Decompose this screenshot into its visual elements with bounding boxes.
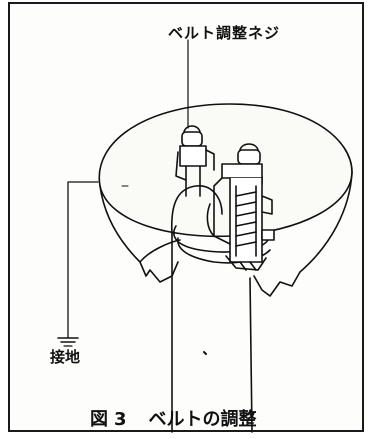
pillar-top-arc [170,185,223,235]
screw-cap-right [237,149,261,165]
ground-label: 接地 [50,348,81,366]
ground-wire [67,181,99,339]
pillar-right [249,277,253,433]
drum-inner-arc [139,239,181,263]
caption-title: ベルトの調整 [148,409,257,430]
adjuster-body [229,177,263,263]
drum-cut-edge [99,185,179,283]
caption-prefix: 図 [90,409,108,430]
screw-bracket-left [179,145,207,167]
drum-right-edge [253,171,353,297]
belt-adjust-screw-label: ベルト調整ネジ [168,24,281,42]
caption-number: 3 [114,409,127,430]
screw-cap-left [181,131,203,147]
